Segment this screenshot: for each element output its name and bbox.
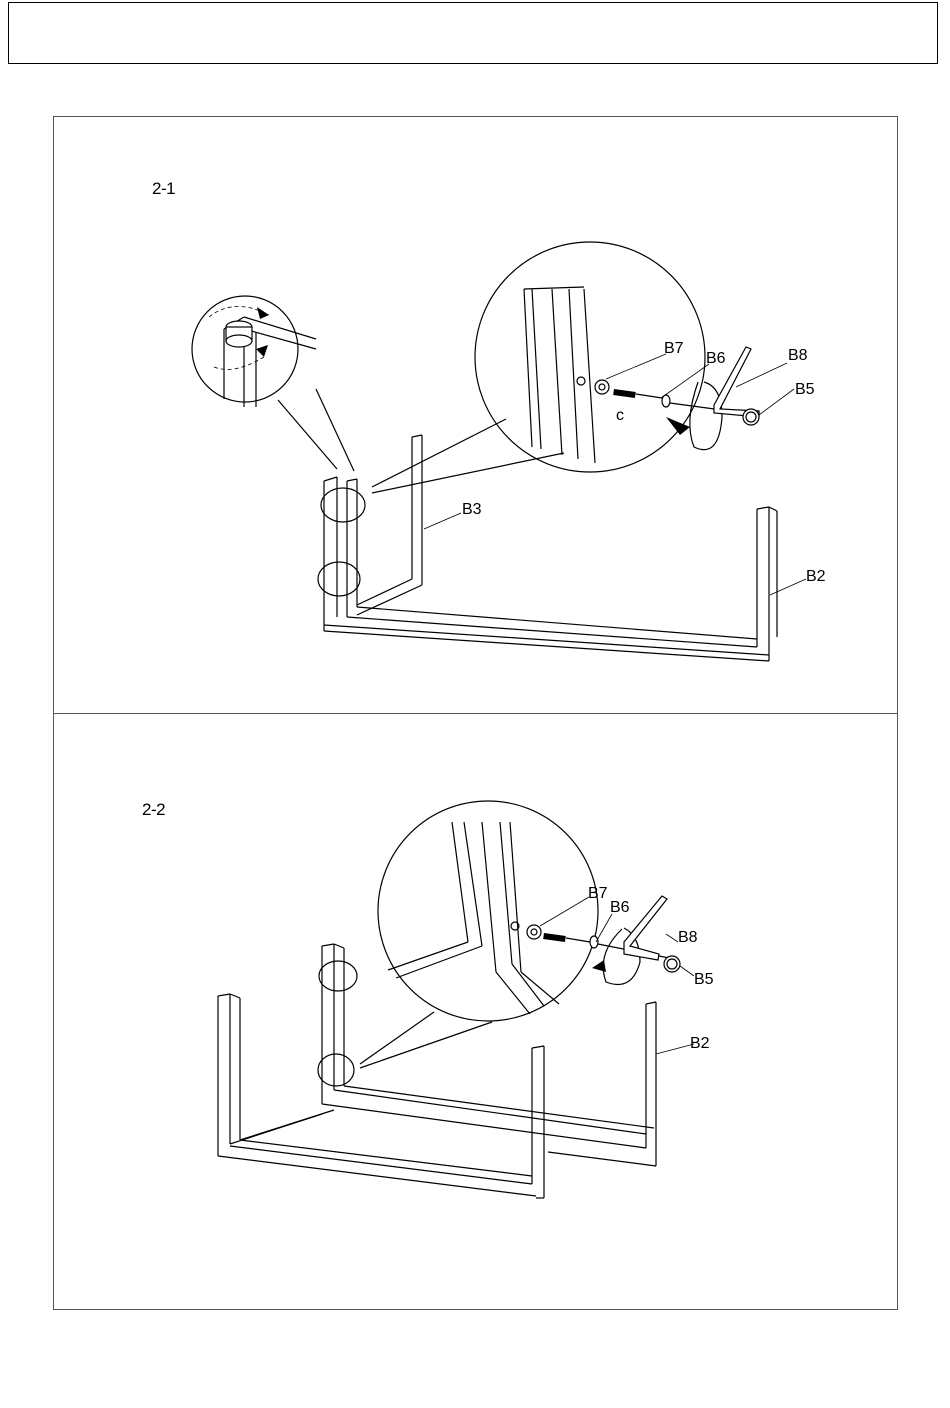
label-b6: B6 [610,899,630,916]
label-b5: B5 [694,971,714,988]
label-b2: B2 [690,1035,710,1052]
leg-frame-b3: B3 [318,435,482,631]
label-b6: B6 [706,350,726,367]
label-b2: B2 [806,568,826,585]
label-b8: B8 [678,929,698,946]
svg-text:c: c [616,407,624,424]
assembly-diagram: c B7 B6 B8 B5 [54,117,899,715]
leg-frame-b2: B2 [324,507,826,661]
label-b7: B7 [664,340,684,357]
header-box [8,2,938,64]
step-panel-2-2: 2-2 [53,713,898,1310]
detail-circle-bolt: c B7 B6 B8 B5 [372,242,815,493]
detail-circle-bolt: B7 B6 B8 B5 [360,801,714,1068]
leg-frame-back: B2 [318,944,710,1166]
step-panel-2-1: 2-1 [53,116,898,714]
label-b7: B7 [588,885,608,902]
label-b5: B5 [795,381,815,398]
label-b3: B3 [462,501,482,518]
detail-circle-knob [192,296,354,471]
label-b8: B8 [788,347,808,364]
assembly-diagram: B7 B6 B8 B5 B2 [54,714,899,1311]
leg-frame-front [218,994,544,1198]
